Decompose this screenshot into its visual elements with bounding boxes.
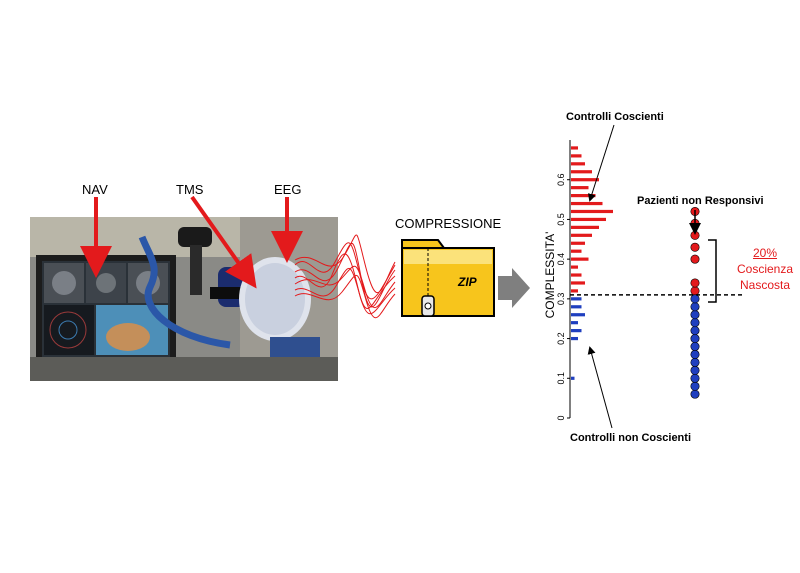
conscious-bar — [571, 249, 582, 253]
conscious-bar — [571, 289, 578, 293]
patient-dot-below — [690, 365, 700, 375]
unconscious-bar — [571, 321, 578, 325]
patient-dots — [690, 206, 700, 399]
patient-dot-below — [690, 294, 700, 304]
patient-dot-below — [690, 381, 700, 391]
conscious-bar — [571, 162, 585, 166]
y-tick-label: 0.2 — [556, 332, 566, 345]
conscious-bar — [571, 201, 603, 206]
compression-label: COMPRESSIONE — [395, 216, 502, 231]
conscious-bar — [571, 154, 582, 158]
hidden-consciousness-bracket — [708, 239, 717, 303]
conscious-bar — [571, 273, 582, 277]
conscious-bar — [571, 281, 585, 285]
patient-dot-below — [690, 318, 700, 328]
conscious-bar — [571, 146, 578, 150]
tms-label: TMS — [176, 182, 204, 197]
bottom-label-pointer — [587, 346, 613, 429]
patient-dot-above — [690, 230, 700, 240]
tms-arrow — [190, 195, 257, 289]
patients-label: Pazienti non Responsivi — [637, 195, 764, 207]
conscious-bar — [571, 241, 585, 245]
patient-dot-above — [690, 254, 700, 264]
patient-dot-below — [690, 357, 700, 367]
top-label-pointer — [588, 124, 615, 202]
patient-dot-above — [690, 242, 700, 252]
pct-text-2: Nascosta — [739, 278, 791, 292]
unconscious-bar — [571, 336, 578, 341]
y-tick-label: 0.1 — [556, 372, 566, 385]
conscious-bar — [571, 217, 606, 222]
conscious-bar — [571, 186, 589, 190]
y-tick-label: 0.4 — [556, 253, 566, 266]
patient-dot-above — [690, 286, 700, 296]
bottom-label: Controlli non Coscienti — [570, 432, 691, 444]
zip-folder-icon — [401, 239, 495, 317]
patient-dot-below — [690, 302, 700, 312]
conscious-bar — [571, 194, 596, 198]
conscious-bar — [571, 178, 599, 182]
pct-label: 20% — [752, 246, 778, 260]
patient-dot-above — [690, 278, 700, 288]
output-arrow — [498, 268, 530, 308]
conscious-bar — [571, 209, 613, 214]
patient-dot-below — [690, 373, 700, 383]
y-tick-label: 0.6 — [556, 173, 566, 186]
patient-dot-below — [690, 334, 700, 344]
patient-dot-below — [690, 310, 700, 320]
zip-label: ZIP — [458, 275, 477, 289]
pct-text-1: Coscienza — [736, 262, 794, 276]
nav-label: NAV — [82, 182, 108, 197]
y-axis-label: COMPLESSITA' — [543, 231, 557, 319]
eeg-label: EEG — [274, 182, 302, 197]
y-tick-label: 0.3 — [556, 293, 566, 306]
unconscious-bar — [571, 329, 582, 333]
patient-dot-below — [690, 342, 700, 352]
conscious-bar — [571, 170, 592, 174]
y-tick-label: 0 — [556, 415, 566, 420]
unconscious-bar — [571, 297, 582, 301]
top-label: Controlli Coscienti — [566, 111, 664, 123]
histogram-bars — [571, 146, 613, 380]
unconscious-bar — [571, 313, 585, 317]
patient-dot-below — [690, 326, 700, 336]
conscious-bar — [571, 265, 578, 269]
patient-dot-below — [690, 349, 700, 359]
conscious-bar — [571, 257, 589, 261]
y-ticks: 0 0.1 0.2 0.3 0.4 0.5 0.6 — [556, 173, 570, 421]
unconscious-bar — [571, 305, 582, 309]
unconscious-bar — [571, 376, 575, 380]
y-tick-label: 0.5 — [556, 213, 566, 226]
patient-dot-below — [690, 389, 700, 399]
conscious-bar — [571, 225, 599, 229]
conscious-bar — [571, 233, 592, 237]
eeg-waveforms — [294, 234, 396, 319]
